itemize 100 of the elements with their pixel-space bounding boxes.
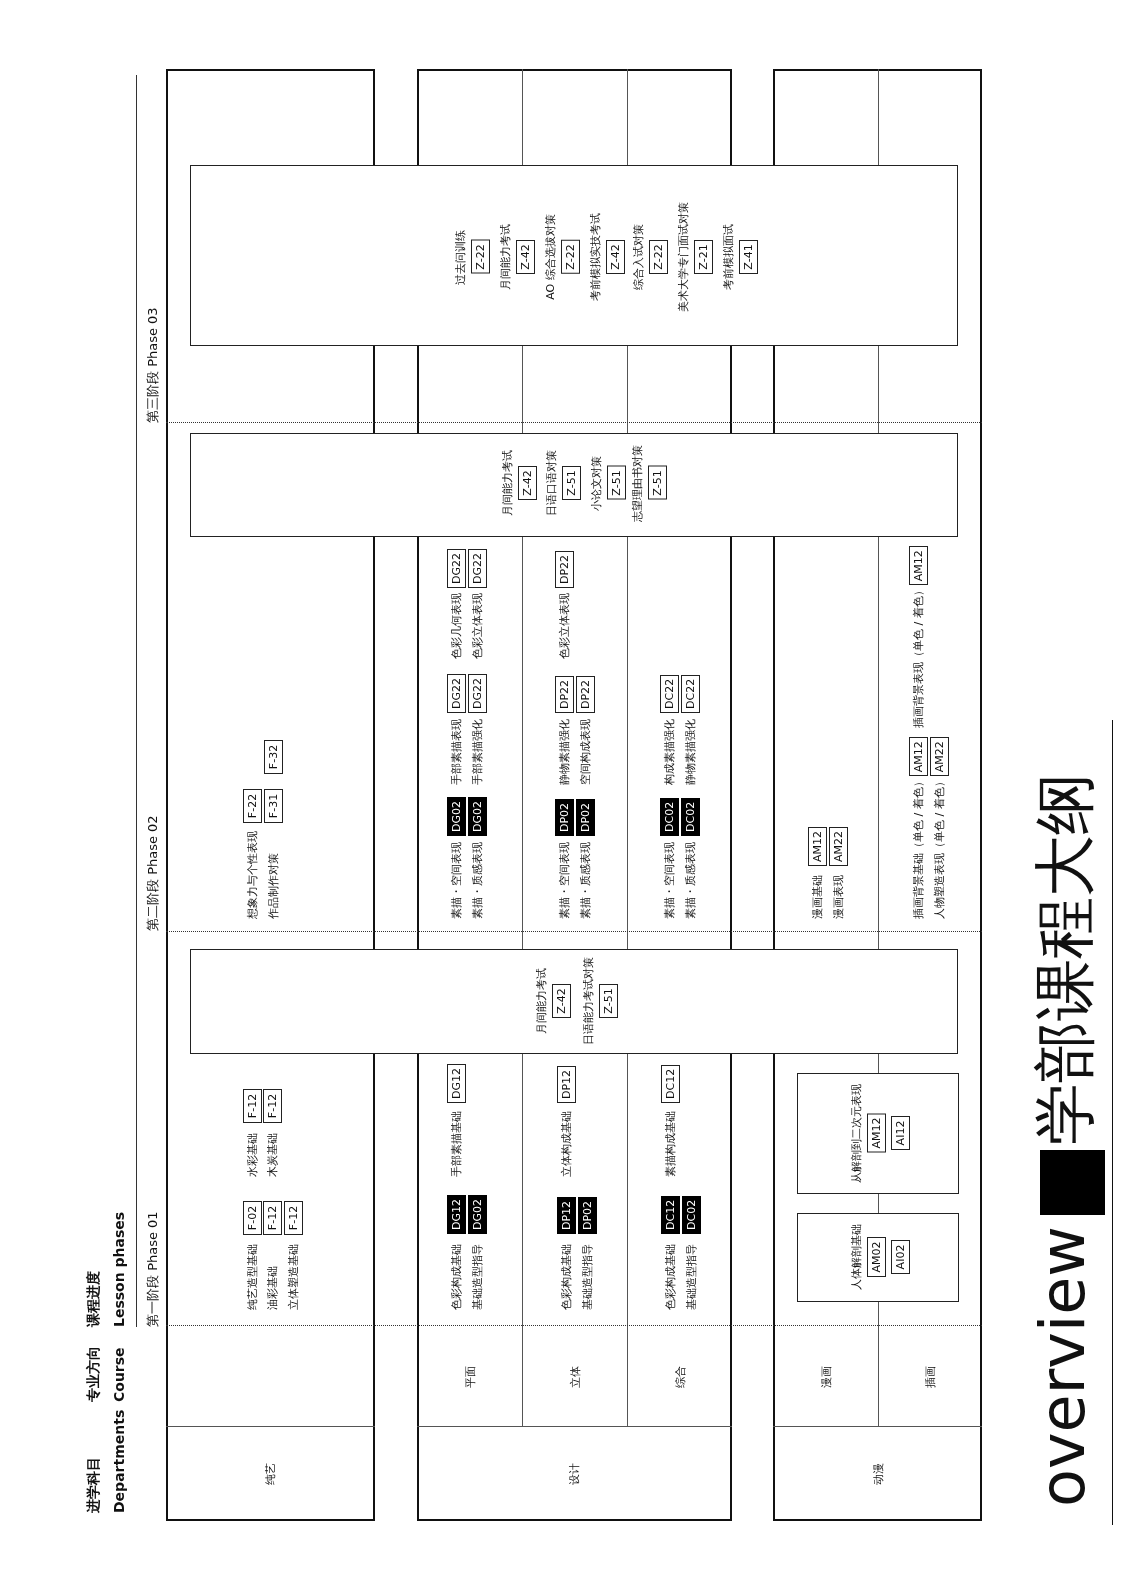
- course-group-panel: [797, 1073, 959, 1194]
- course-name: 立体: [567, 1366, 583, 1388]
- course-code-tag: AM22: [930, 737, 949, 777]
- course-code-tag: DG22: [468, 549, 487, 588]
- course-title: 从解剖到二次元表现: [850, 1083, 863, 1183]
- course-code-tag: DC12: [661, 1064, 680, 1103]
- course-title: 漫画表现: [832, 874, 845, 919]
- course-code-tag: AM12: [867, 1113, 886, 1153]
- course-title: 志望理由书对策: [631, 444, 644, 522]
- course-title: 插画背景基础（单色 / 着色）: [912, 776, 925, 919]
- course-code-tag: DG22: [447, 549, 466, 588]
- phase-label: 第一阶段 Phase 01: [144, 1211, 161, 1327]
- course-code-tag: DP22: [576, 675, 595, 713]
- course-title: 过去问训练: [454, 229, 467, 285]
- course-name: 插画: [922, 1366, 938, 1388]
- course-title: 素描・质感表现: [471, 841, 484, 919]
- course-code-tag: DC22: [660, 674, 679, 713]
- course-code-tag: F-12: [263, 1089, 282, 1123]
- course-title: 人物塑造表现（单色 / 着色）: [933, 776, 946, 919]
- course-title: 作品制作对策: [267, 852, 280, 919]
- exam-prep-panel: [190, 949, 958, 1054]
- course-code-tag: AM12: [808, 827, 827, 866]
- course-title: 色彩构成基础: [450, 1243, 463, 1310]
- exam-prep-panel: [190, 433, 958, 537]
- course-title: 手部素描表现: [450, 718, 463, 785]
- course-title: 色彩几何表现: [450, 592, 463, 659]
- course-title: 小论文对策: [590, 455, 603, 511]
- course-code-tag: Z-51: [599, 984, 618, 1018]
- course-title: 月间能力考试: [499, 224, 512, 290]
- course-code-tag: F-12: [284, 1201, 303, 1235]
- course-code-tag: F-12: [243, 1089, 262, 1123]
- course-code-tag: F-02: [243, 1201, 262, 1235]
- course-title: 人体解剖基础: [850, 1224, 863, 1290]
- column-header: 进学科目: [84, 1457, 102, 1513]
- course-title: 综合入试对策: [632, 224, 645, 290]
- course-title: 日语口语对策: [545, 450, 558, 516]
- course-name: 综合: [672, 1366, 688, 1388]
- course-code-tag: DC02: [681, 797, 700, 836]
- course-title: 色彩构成基础: [560, 1243, 573, 1310]
- phase-label: 第三阶段 Phase 03: [144, 307, 161, 423]
- course-title: 插画背景表现（单色 / 着色）: [912, 585, 925, 728]
- course-code-tag: F-12: [263, 1201, 282, 1235]
- column-header: Course: [110, 1347, 128, 1402]
- course-title: 素描・质感表现: [579, 841, 592, 919]
- course-code-tag: Z-22: [471, 240, 490, 274]
- course-code-tag: DP22: [555, 675, 574, 713]
- course-title: 手部素描基础: [450, 1110, 463, 1177]
- column-header: 课程进度: [84, 1271, 102, 1327]
- course-code-tag: DC22: [681, 674, 700, 713]
- course-code-tag: DC02: [660, 797, 679, 836]
- course-code-tag: AM02: [867, 1237, 886, 1277]
- course-title: 立体构成基础: [560, 1110, 573, 1177]
- course-title: 基础造型指导: [581, 1243, 594, 1310]
- course-code-tag: DP02: [555, 798, 574, 836]
- course-code-tag: Z-42: [606, 240, 625, 274]
- course-code-tag: DP02: [576, 798, 595, 836]
- department-name: 纯艺: [262, 1463, 278, 1485]
- title-word: overview: [1030, 1225, 1096, 1507]
- course-code-tag: Z-42: [552, 984, 571, 1018]
- course-title: 色彩构成基础: [664, 1243, 677, 1310]
- course-title: 考前模拟实技考试: [589, 213, 602, 301]
- course-code-tag: DG22: [447, 674, 466, 713]
- page-title: 学部课程大纲: [1030, 773, 1100, 1145]
- course-title: 月间能力考试: [535, 968, 548, 1034]
- course-title: 素描・空间表现: [558, 841, 571, 919]
- course-code-tag: Z-42: [516, 240, 535, 274]
- course-code-tag: AM12: [909, 737, 928, 777]
- course-code-tag: Z-42: [518, 466, 537, 500]
- department-name: 动漫: [870, 1463, 886, 1485]
- course-name: 平面: [462, 1366, 478, 1388]
- course-title: AO 综合选拔对策: [544, 214, 557, 300]
- course-title: 空间构成表现: [579, 718, 592, 785]
- course-title: 素描构成基础: [664, 1110, 677, 1177]
- course-code-tag: DG02: [468, 1195, 487, 1234]
- course-name: 漫画: [818, 1366, 834, 1388]
- course-code-tag: DG02: [447, 797, 466, 836]
- course-code-tag: DP22: [555, 550, 574, 588]
- course-code-tag: F-32: [264, 740, 283, 774]
- course-title: 美术大学专门面试对策: [677, 202, 690, 312]
- course-code-tag: Z-41: [739, 240, 758, 274]
- course-title: 水彩基础: [246, 1132, 259, 1177]
- course-code-tag: DG12: [447, 1195, 466, 1234]
- course-code-tag: Z-21: [694, 240, 713, 274]
- course-code-tag: DP12: [557, 1196, 576, 1234]
- course-code-tag: AI02: [891, 1240, 910, 1274]
- course-title: 静物素描强化: [684, 718, 697, 785]
- course-title: 油彩基础: [266, 1265, 279, 1310]
- column-header: Departments: [110, 1409, 128, 1513]
- column-header: Lesson phases: [110, 1211, 128, 1327]
- exam-prep-panel: [190, 165, 958, 346]
- course-code-tag: DG02: [468, 797, 487, 836]
- course-code-tag: DC12: [661, 1195, 680, 1234]
- course-code-tag: Z-51: [648, 466, 667, 500]
- course-code-tag: DG12: [447, 1064, 466, 1103]
- course-title: 手部素描强化: [471, 718, 484, 785]
- course-code-tag: Z-51: [607, 466, 626, 500]
- course-code-tag: DC02: [682, 1195, 701, 1234]
- course-title: 立体塑造基础: [287, 1243, 300, 1310]
- course-title: 素描・空间表现: [663, 841, 676, 919]
- course-title: 纯艺造型基础: [246, 1243, 259, 1310]
